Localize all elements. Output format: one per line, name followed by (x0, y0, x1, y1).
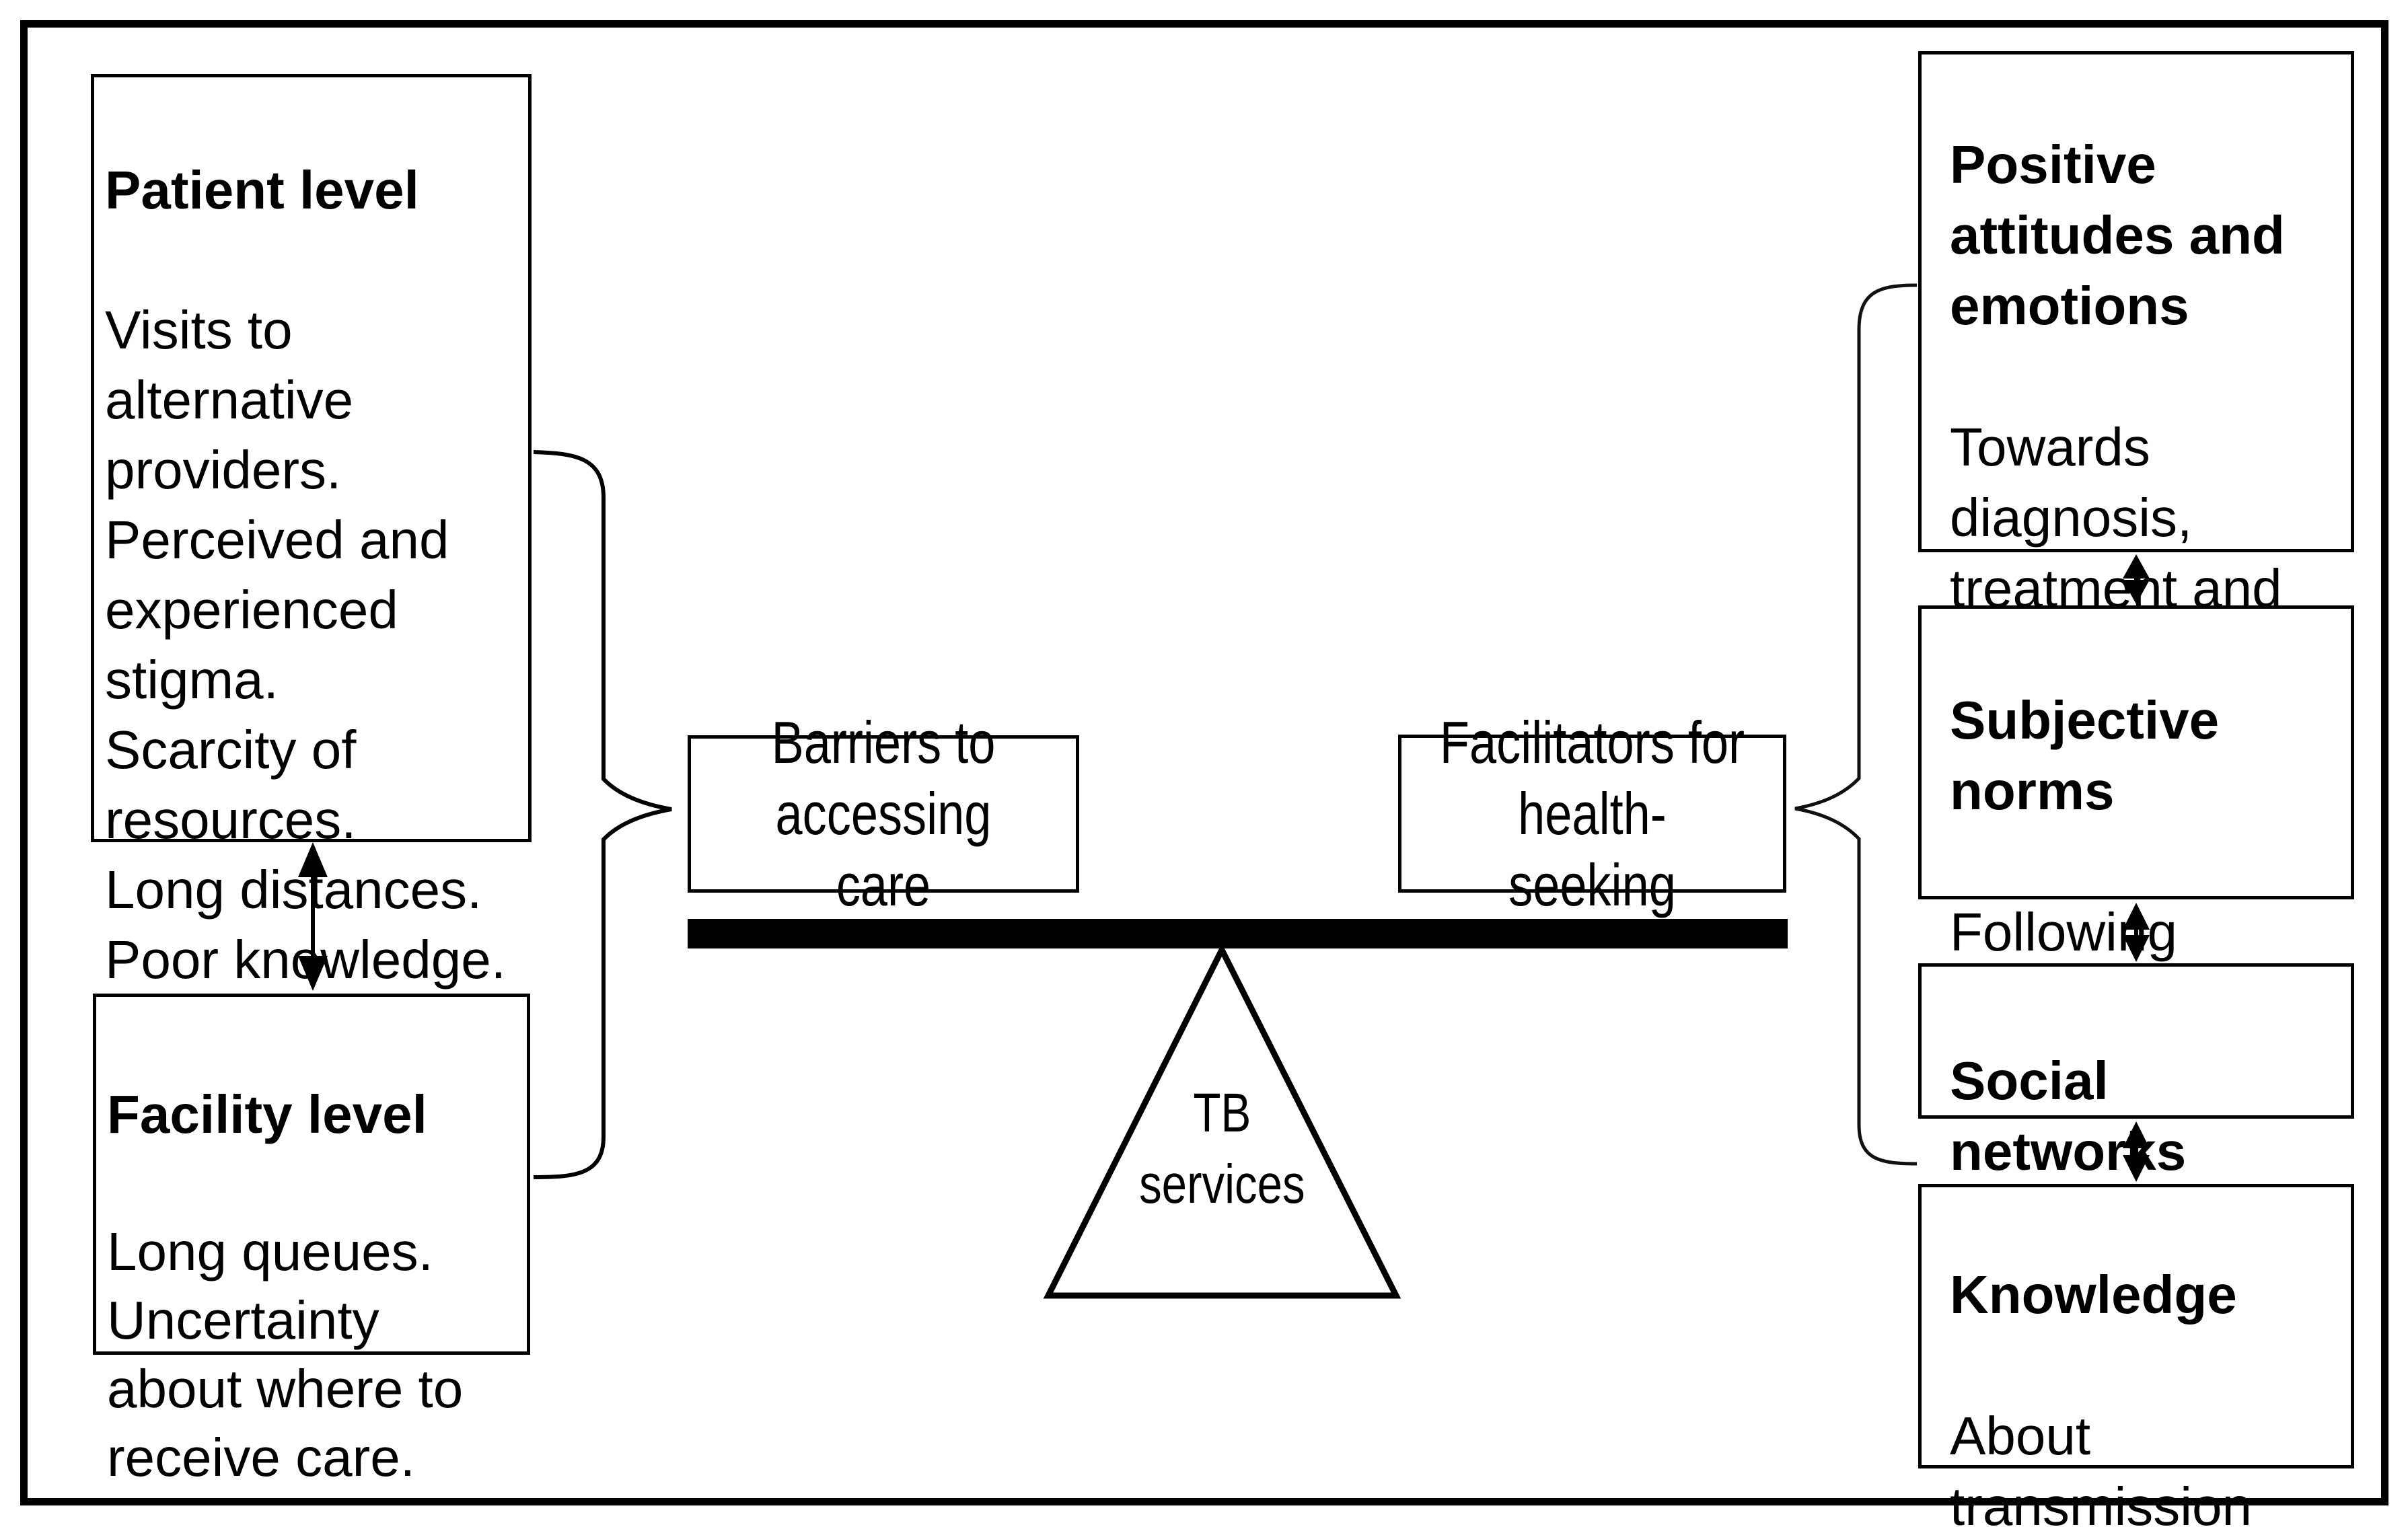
brace-right-icon (1794, 283, 1918, 1166)
double-arrow-icon (2123, 554, 2150, 604)
seesaw-bar (688, 919, 1788, 948)
double-arrow-icon (2123, 903, 2150, 962)
facility-level-box: Facility level Long queues. Uncertainty … (93, 994, 530, 1487)
facilitators-label: Facilitators for health-seeking (1439, 708, 1745, 918)
fulcrum-triangle (1043, 942, 1401, 1299)
subjective-norms-title: Subjective norms (1950, 690, 2220, 821)
subjective-norms-box: Subjective norms Following medical advic… (1918, 605, 2354, 1033)
double-arrow-icon (2123, 1121, 2150, 1182)
tb-services-label: TB services (1054, 1078, 1390, 1220)
knowledge-body: About transmission and early diagnosis. (1950, 1406, 2253, 1527)
brace-left-icon (533, 450, 672, 1179)
facility-level-title: Facility level (107, 1084, 427, 1144)
patient-level-box: Patient level Visits to alternative prov… (91, 74, 532, 990)
knowledge-box: Knowledge About transmission and early d… (1918, 1184, 2354, 1527)
facility-level-body: Long queues. Uncertainty about where to … (107, 1222, 464, 1487)
double-arrow-icon (298, 842, 328, 991)
positive-attitudes-title: Positive attitudes and emotions (1950, 135, 2285, 336)
outer-frame (20, 20, 2388, 1505)
barriers-label: Barriers to accessing care (771, 709, 996, 918)
social-networks-box: Social networks Family support. (1918, 963, 2354, 1323)
tb-services-text: TB services (1138, 1082, 1305, 1215)
patient-level-title: Patient level (105, 160, 419, 220)
positive-attitudes-box: Positive attitudes and emotions Towards … (1918, 51, 2354, 689)
knowledge-title: Knowledge (1950, 1265, 2237, 1325)
facilitators-box: Facilitators for health-seeking (1398, 709, 1786, 918)
barriers-box: Barriers to accessing care (688, 709, 1079, 918)
patient-level-body: Visits to alternative providers. Perceiv… (105, 300, 506, 990)
social-networks-title: Social networks (1950, 1051, 2187, 1181)
